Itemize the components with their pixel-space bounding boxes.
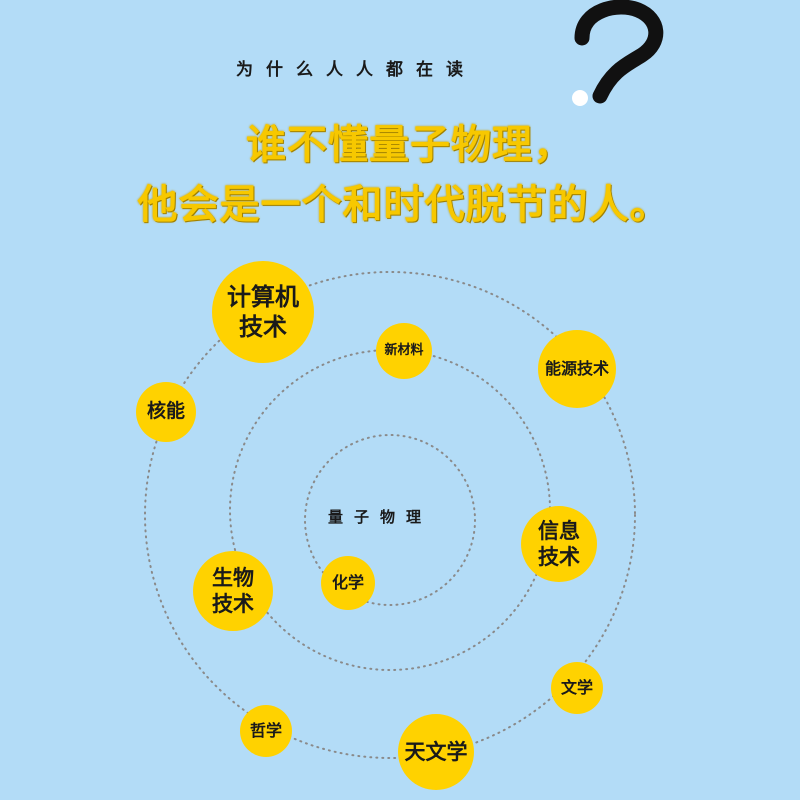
bubble-label: 化学 — [331, 573, 364, 592]
question-mark-icon — [572, 0, 664, 106]
bubble-philosophy: 哲学 — [240, 705, 292, 757]
bubble-nuclear: 核能 — [136, 382, 196, 442]
bubble-label: 新材料 — [384, 342, 424, 358]
bubble-literature: 文学 — [551, 662, 603, 714]
center-label-quantum-physics: 量子物理 — [328, 508, 433, 526]
bubble-label: 计算机 技术 — [227, 283, 299, 341]
bubble-chemistry: 化学 — [321, 556, 375, 610]
bubble-new-materials: 新材料 — [376, 323, 432, 379]
subtitle: 为什么人人都在读 — [236, 60, 476, 80]
bubble-label: 哲学 — [249, 721, 282, 740]
bubble-astronomy: 天文学 — [398, 714, 474, 790]
inner-ring — [304, 434, 476, 606]
bubble-label: 能源技术 — [544, 359, 609, 378]
bubble-energy-tech: 能源技术 — [538, 330, 616, 408]
outer-ring — [144, 271, 636, 759]
bubble-label: 核能 — [146, 400, 185, 423]
bubble-label: 信息 技术 — [538, 518, 580, 569]
bubble-biotech: 生物 技术 — [193, 551, 273, 631]
bubble-label: 天文学 — [404, 739, 468, 764]
bubble-info-tech: 信息 技术 — [521, 506, 597, 582]
bubble-label: 文学 — [560, 678, 593, 697]
headline-line-2: 他会是一个和时代脱节的人。 — [137, 182, 671, 228]
bubble-computer-tech: 计算机 技术 — [212, 261, 314, 363]
bubble-label: 生物 技术 — [212, 565, 254, 616]
headline-line-1: 谁不懂量子物理， — [246, 122, 574, 168]
